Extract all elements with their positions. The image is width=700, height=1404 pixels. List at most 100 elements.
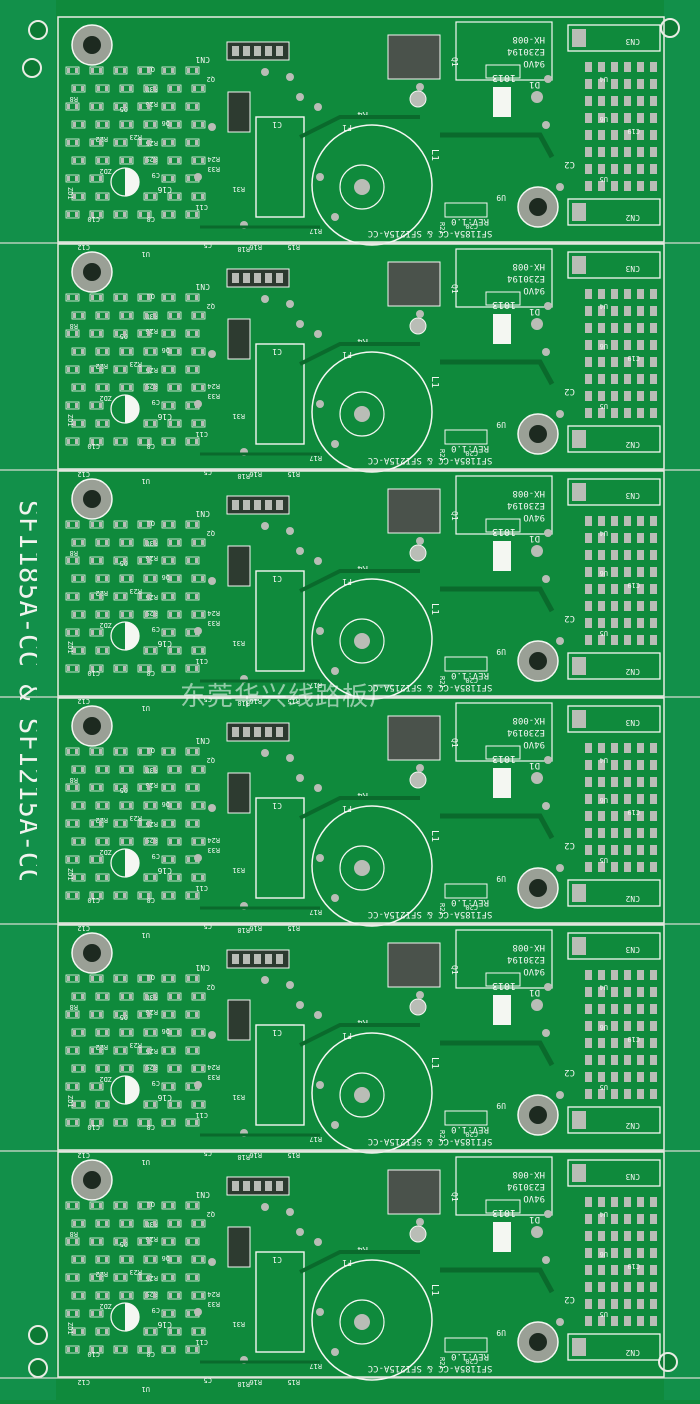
smd-pad (73, 875, 76, 880)
c11-label: C11 (195, 203, 208, 211)
smd-pad (650, 1316, 657, 1326)
via (542, 348, 550, 356)
smd-pad (91, 821, 94, 826)
smd-footprint (143, 837, 158, 846)
smd-footprint (71, 156, 86, 165)
smd-pad (139, 976, 142, 981)
smd-pad (99, 212, 102, 217)
smd-pad (201, 1257, 204, 1262)
smd-pad (67, 630, 70, 635)
smd-pad (73, 1329, 76, 1334)
smd-pad (147, 666, 150, 671)
q6-label: Q6 (162, 346, 170, 354)
r29-label: R29 (145, 836, 158, 844)
smd-pad (139, 1347, 142, 1352)
smd-footprint (113, 66, 128, 75)
smd-pad (611, 1248, 618, 1258)
via (316, 627, 324, 635)
cn3-pad (572, 710, 586, 728)
smd-pad (115, 522, 118, 527)
smd-pad (105, 576, 108, 581)
panel-outline (57, 16, 665, 243)
r24-label: R24 (207, 836, 220, 844)
cn1-pin (243, 727, 250, 737)
r21-label: R21 (438, 903, 446, 916)
smd-pad (624, 1004, 631, 1014)
smd-pad (611, 1231, 618, 1241)
via-pad (409, 998, 427, 1016)
r23-label: R23 (129, 133, 142, 141)
smd-pad (153, 385, 156, 390)
smd-pad (145, 385, 148, 390)
smd-pad (75, 558, 78, 563)
smd-footprint (89, 1046, 104, 1055)
smd-footprint (143, 765, 158, 774)
f1-label: F1 (342, 804, 352, 813)
u8-package (227, 545, 251, 587)
smd-pad (67, 558, 70, 563)
smd-pad (97, 1102, 100, 1107)
smd-pad (611, 550, 618, 560)
via (416, 310, 424, 318)
smd-footprint (161, 102, 176, 111)
smd-pad (115, 976, 118, 981)
smd-footprint (95, 120, 110, 129)
smd-pad (585, 1089, 592, 1099)
smd-pad (637, 289, 644, 299)
smd-pad (650, 1299, 657, 1309)
smd-pad (139, 666, 142, 671)
u4-label: U4 (600, 529, 608, 537)
smd-pad (163, 594, 166, 599)
smd-pad (637, 970, 644, 980)
smd-footprint (119, 837, 134, 846)
l1-inner-ring (339, 1299, 385, 1345)
smd-pad (99, 140, 102, 145)
zd2-label: ZD2 (99, 394, 112, 402)
ul-rating: 94VO (523, 1193, 545, 1203)
revision-label: REV:1.0 (451, 443, 489, 453)
r26-label: R26 (145, 100, 158, 108)
smd-pad (624, 1214, 631, 1224)
smd-pad (99, 367, 102, 372)
smd-pad (187, 594, 190, 599)
smd-footprint (65, 783, 80, 792)
zd1-label: ZD1 (66, 1322, 74, 1335)
smd-footprint (143, 347, 158, 356)
smd-pad (163, 1120, 166, 1125)
cn2-pad (572, 1111, 586, 1129)
r21-label: R21 (438, 1130, 446, 1143)
smd-footprint (71, 84, 86, 93)
smd-footprint (65, 401, 80, 410)
smd-footprint (191, 646, 206, 655)
smd-pad (585, 811, 592, 821)
via (544, 529, 552, 537)
ul-file-number: E230194 (507, 954, 545, 964)
smd-pad (650, 96, 657, 106)
smd-pad (91, 295, 94, 300)
r18-label: R18 (237, 245, 250, 253)
smd-pad (187, 140, 190, 145)
smd-pad (115, 594, 118, 599)
smd-footprint (89, 1010, 104, 1019)
smd-pad (201, 194, 204, 199)
smd-footprint (185, 210, 200, 219)
smd-pad (169, 1329, 172, 1334)
smd-pad (123, 893, 126, 898)
l1-pad (354, 1087, 370, 1103)
cn2-outline (567, 652, 661, 680)
smd-pad (637, 618, 644, 628)
date-code: 1013 (492, 753, 516, 764)
smd-footprint (113, 437, 128, 446)
via (416, 991, 424, 999)
l1-outline (311, 578, 433, 700)
smd-pad (99, 630, 102, 635)
smd-pad (91, 331, 94, 336)
r30-label: R30 (145, 993, 158, 1001)
via (314, 784, 322, 792)
r24-label: R24 (207, 382, 220, 390)
u4-label: U4 (600, 983, 608, 991)
smd-pad (75, 1084, 78, 1089)
smd-pad (193, 540, 196, 545)
smd-footprint (95, 84, 110, 93)
